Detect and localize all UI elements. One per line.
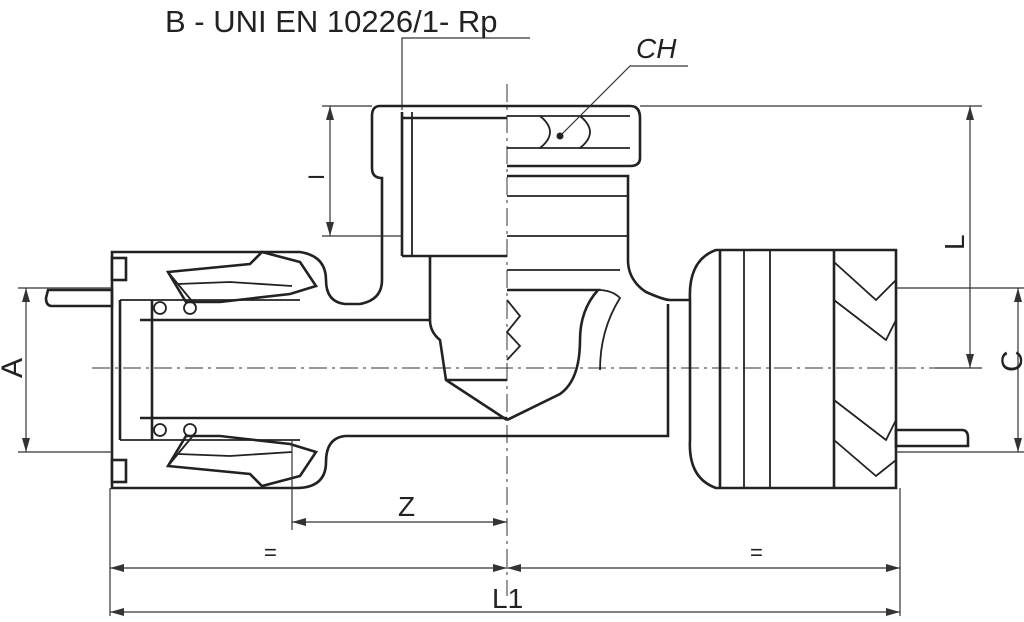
dim-eq-left-label: = xyxy=(264,540,277,565)
dim-ch-label: CH xyxy=(636,33,677,64)
dim-eq-right-label: = xyxy=(750,540,763,565)
dim-z-label: Z xyxy=(398,491,415,522)
dim-a-label: A xyxy=(0,358,29,378)
right-exterior-body xyxy=(506,104,970,490)
dim-c-label: C xyxy=(996,350,1024,372)
title-leader xyxy=(401,37,530,110)
dim-l1-label: L1 xyxy=(492,583,523,614)
thread-standard-title: B - UNI EN 10226/1- Rp xyxy=(165,4,498,39)
dim-l-label: L xyxy=(939,234,970,250)
ch-leader xyxy=(559,65,688,137)
ch-leader-dot xyxy=(556,132,564,140)
dim-i-label: I xyxy=(304,174,329,180)
left-section-body xyxy=(44,104,522,490)
